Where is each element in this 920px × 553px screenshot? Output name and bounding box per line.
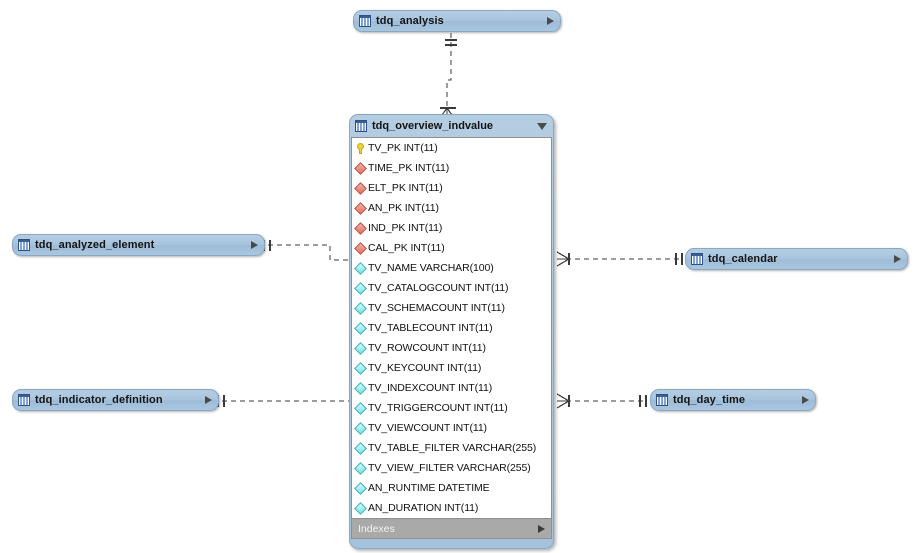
table-icon [691,253,703,265]
column-icon [354,421,367,435]
column-label: TV_VIEW_FILTER VARCHAR(255) [368,462,531,474]
column-row[interactable]: TV_KEYCOUNT INT(11) [352,358,551,378]
table-name-label: tdq_overview_indvalue [372,120,494,132]
column-icon [354,301,367,315]
column-label: TV_TRIGGERCOUNT INT(11) [368,402,508,414]
column-row[interactable]: TV_TRIGGERCOUNT INT(11) [352,398,551,418]
table-node-tdq-day-time[interactable]: tdq_day_time [650,389,816,411]
column-label: AN_DURATION INT(11) [368,502,479,514]
column-label: TV_VIEWCOUNT INT(11) [368,422,487,434]
foreign-key-icon [354,221,367,235]
column-label: TV_KEYCOUNT INT(11) [368,362,482,374]
column-label: TV_TABLE_FILTER VARCHAR(255) [368,442,537,454]
column-icon [354,381,367,395]
column-icon [354,401,367,415]
table-node-tdq-indicator-definition[interactable]: tdq_indicator_definition [12,389,219,411]
column-label: CAL_PK INT(11) [368,242,445,254]
column-row[interactable]: TV_INDEXCOUNT INT(11) [352,378,551,398]
chevron-right-icon[interactable] [205,396,212,404]
primary-key-icon [356,142,365,154]
table-node-tdq-calendar[interactable]: tdq_calendar [685,248,908,270]
table-name-label: tdq_analysis [376,15,444,27]
chevron-right-icon[interactable] [894,255,901,263]
indexes-section[interactable]: Indexes [351,518,552,539]
column-row[interactable]: TV_TABLECOUNT INT(11) [352,318,551,338]
column-row[interactable]: TV_VIEWCOUNT INT(11) [352,418,551,438]
column-row[interactable]: TV_TABLE_FILTER VARCHAR(255) [352,438,551,458]
table-icon [355,120,367,132]
column-row[interactable]: TV_VIEW_FILTER VARCHAR(255) [352,458,551,478]
table-node-tdq-analysis[interactable]: tdq_analysis [353,10,561,32]
column-icon [354,361,367,375]
table-icon [359,15,371,27]
column-row[interactable]: TV_NAME VARCHAR(100) [352,258,551,278]
column-icon [354,441,367,455]
table-icon [656,394,668,406]
chevron-right-icon[interactable] [538,524,545,533]
column-icon [354,321,367,335]
connector-day-time [556,393,647,409]
column-row[interactable]: TIME_PK INT(11) [352,158,551,178]
foreign-key-icon [354,181,367,195]
column-icon [354,341,367,355]
column-label: AN_RUNTIME DATETIME [368,482,490,494]
foreign-key-icon [354,161,367,175]
column-icon [354,501,367,515]
chevron-right-icon[interactable] [802,396,809,404]
column-label: TV_PK INT(11) [368,142,438,154]
column-label: TV_TABLECOUNT INT(11) [368,322,493,334]
column-label: AN_PK INT(11) [368,202,439,214]
column-row[interactable]: TV_PK INT(11) [352,138,551,158]
column-row[interactable]: TV_SCHEMACOUNT INT(11) [352,298,551,318]
chevron-down-icon[interactable] [537,122,547,130]
column-list: TV_PK INT(11) TIME_PK INT(11) ELT_PK INT(1… [351,137,552,518]
column-label: TV_SCHEMACOUNT INT(11) [368,302,505,314]
column-label: TV_ROWCOUNT INT(11) [368,342,486,354]
column-icon [354,281,367,295]
foreign-key-icon [354,241,367,255]
column-label: TV_NAME VARCHAR(100) [368,262,494,274]
chevron-right-icon[interactable] [251,241,258,249]
table-name-label: tdq_calendar [708,253,778,265]
column-label: TV_CATALOGCOUNT INT(11) [368,282,509,294]
indexes-label: Indexes [358,522,395,535]
column-row[interactable]: CAL_PK INT(11) [352,238,551,258]
table-name-label: tdq_indicator_definition [35,394,163,406]
column-row[interactable]: TV_ROWCOUNT INT(11) [352,338,551,358]
table-node-tdq-overview-indvalue[interactable]: tdq_overview_indvalue TV_PK INT(11) TIME_… [349,114,554,549]
table-name-label: tdq_analyzed_element [35,239,155,251]
column-row[interactable]: TV_CATALOGCOUNT INT(11) [352,278,551,298]
column-row[interactable]: AN_PK INT(11) [352,198,551,218]
column-icon [354,481,367,495]
foreign-key-icon [354,201,367,215]
column-row[interactable]: ELT_PK INT(11) [352,178,551,198]
table-node-tdq-analyzed-element[interactable]: tdq_analyzed_element [12,234,265,256]
column-row[interactable]: AN_RUNTIME DATETIME [352,478,551,498]
column-label: ELT_PK INT(11) [368,182,443,194]
table-header[interactable]: tdq_overview_indvalue [350,115,553,137]
column-row[interactable]: AN_DURATION INT(11) [352,498,551,518]
column-label: IND_PK INT(11) [368,222,443,234]
table-icon [18,394,30,406]
column-label: TIME_PK INT(11) [368,162,450,174]
connector-analysis [439,33,457,119]
chevron-right-icon[interactable] [547,17,554,25]
column-icon [354,461,367,475]
column-icon [354,261,367,275]
column-label: TV_INDEXCOUNT INT(11) [368,382,493,394]
column-row[interactable]: IND_PK INT(11) [352,218,551,238]
table-name-label: tdq_day_time [673,394,746,406]
table-icon [18,239,30,251]
connector-calendar [556,251,683,267]
